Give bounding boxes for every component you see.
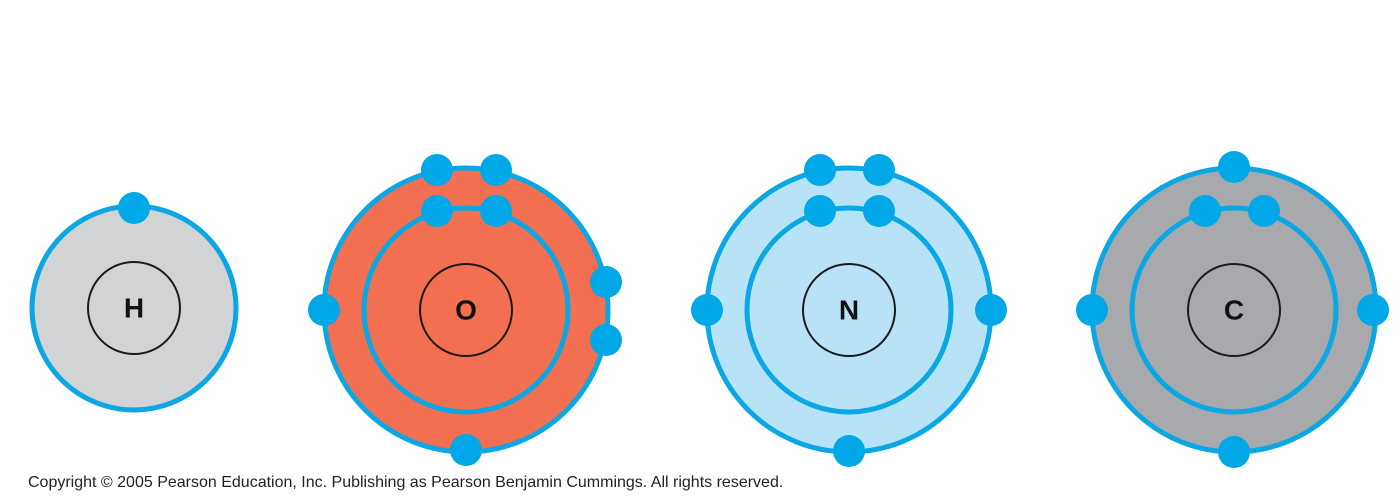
atom-symbol: O (455, 294, 477, 325)
electron (691, 294, 723, 326)
electron (590, 324, 622, 356)
atom-symbol: C (1224, 294, 1244, 325)
electron (975, 294, 1007, 326)
electron (863, 154, 895, 186)
electron (308, 294, 340, 326)
electron (1357, 294, 1389, 326)
electron (450, 434, 482, 466)
shell-inner (1129, 205, 1339, 415)
shell-inner (361, 205, 571, 415)
electron (804, 154, 836, 186)
atom-symbol: H (124, 292, 144, 323)
electron (1218, 151, 1250, 183)
electron (480, 195, 512, 227)
electron (1189, 195, 1221, 227)
electron (1076, 294, 1108, 326)
electron (480, 154, 512, 186)
shell-inner (744, 205, 954, 415)
electron (590, 266, 622, 298)
atom-symbol: N (839, 294, 859, 325)
atom-oxygen: O (308, 154, 622, 466)
electron (421, 154, 453, 186)
electron (421, 195, 453, 227)
copyright-notice: Copyright © 2005 Pearson Education, Inc.… (28, 474, 784, 491)
atom-nitrogen: N (691, 154, 1007, 467)
electron (1248, 195, 1280, 227)
nucleus (802, 263, 896, 357)
nucleus (419, 263, 513, 357)
atom-hydrogen: H (29, 192, 239, 413)
electron (1218, 436, 1250, 468)
electron (833, 435, 865, 467)
electron (118, 192, 150, 224)
electron (804, 195, 836, 227)
nucleus (1187, 263, 1281, 357)
electron (863, 195, 895, 227)
nucleus (87, 261, 181, 355)
atom-carbon: C (1076, 151, 1389, 468)
